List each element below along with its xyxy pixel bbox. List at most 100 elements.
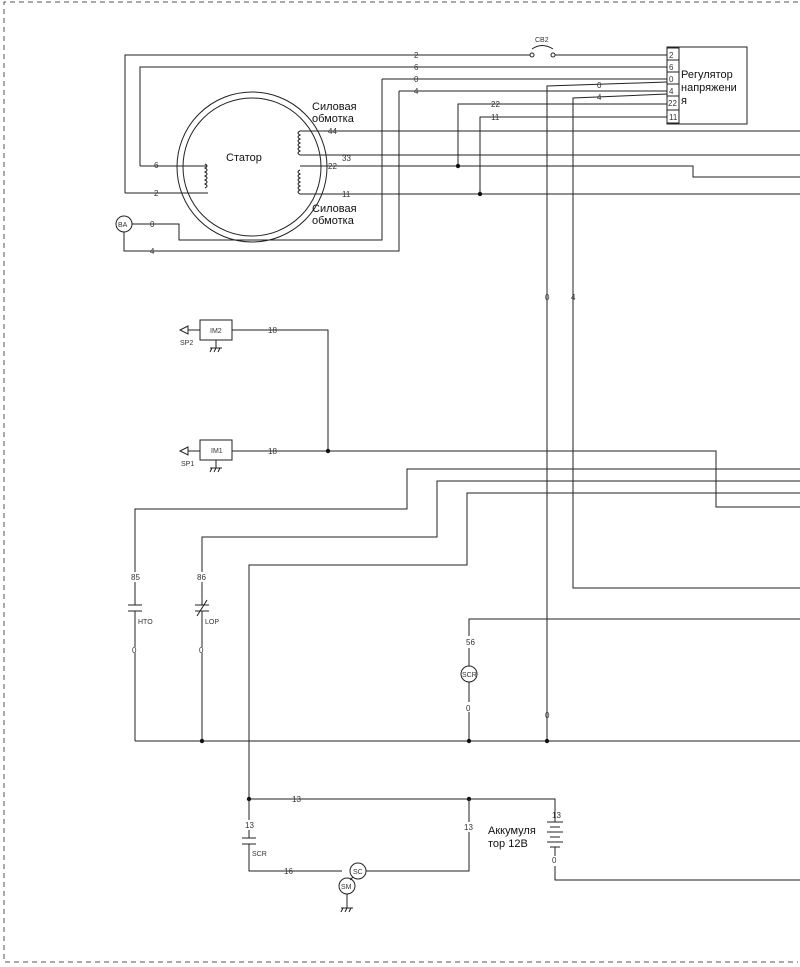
wire-label-0-ba: 0 (150, 220, 155, 229)
hto-switch (128, 604, 142, 741)
wire-label-4: 4 (414, 87, 419, 96)
ground-icon (340, 894, 353, 913)
wire-label-0-scr: 0 (466, 704, 471, 713)
junction (455, 163, 461, 169)
wire-label-6-left: 6 (154, 161, 159, 170)
wire-label-11: 11 (342, 190, 351, 199)
cb2-breaker (529, 45, 556, 58)
scr-relay-label: SCR (462, 672, 477, 679)
junction (199, 738, 205, 744)
ground-icon (209, 340, 222, 353)
reg-pin-6: 6 (669, 63, 674, 72)
junction (477, 191, 483, 197)
wire-label-2-left: 2 (154, 189, 159, 198)
wire-86 (201, 480, 800, 605)
scr-switch (242, 837, 342, 872)
wire-18-im1 (232, 450, 800, 508)
wire-label-13-mid: 13 (464, 823, 473, 832)
power-winding-top (297, 130, 302, 156)
stator-label: Статор (226, 152, 262, 164)
wire-label-0-lop: 0 (199, 646, 204, 655)
wire-label-4-reg: 4 (597, 93, 602, 102)
wire-0-top (132, 78, 667, 241)
reg-pin-0: 0 (669, 75, 674, 84)
wire-label-86: 86 (197, 573, 206, 582)
wire-13-mid (366, 799, 470, 872)
reg-pin-22: 22 (668, 99, 677, 108)
cb2-label: CB2 (535, 37, 549, 44)
wire-label-0-reg: 0 (597, 81, 602, 90)
wire-label-22: 22 (328, 162, 337, 171)
sm-label: SM (341, 884, 352, 891)
hto-label: HTO (138, 619, 153, 626)
wire-18-im2 (232, 329, 329, 451)
wire-0-vertical (546, 81, 668, 741)
sc-label: SC (353, 869, 363, 876)
junction (544, 738, 550, 744)
wire-4-top (123, 90, 667, 252)
wire-label-0-hto: 0 (132, 646, 137, 655)
junction (466, 738, 472, 744)
power-winding-bottom-label: Силовая (312, 203, 357, 215)
wire-label-0-bus: 0 (545, 711, 550, 720)
wire-85 (134, 468, 800, 605)
wire-11-reg (479, 116, 667, 194)
wire-label-18-im1: 18 (268, 447, 277, 456)
power-winding-bottom (297, 169, 302, 195)
wire-2-top (124, 54, 667, 194)
wire-label-6: 6 (414, 63, 419, 72)
battery-label: Аккумуля (488, 825, 536, 837)
wire-label-0-vert: 0 (545, 293, 550, 302)
sc-solenoid (349, 862, 367, 880)
regulator-label-3: я (681, 95, 687, 107)
wire-label-13-left: 13 (245, 821, 254, 830)
im1-label: IM1 (211, 448, 223, 455)
wire-label-4-vert: 4 (571, 293, 576, 302)
reg-pin-11: 11 (669, 113, 678, 122)
wire-label-13-bat: 13 (552, 811, 561, 820)
wire-56 (468, 618, 800, 666)
ground-icon (209, 460, 222, 473)
regulator-label: Регулятор (681, 69, 733, 81)
sp1-label: SP1 (181, 461, 194, 468)
im2-label: IM2 (210, 328, 222, 335)
lop-label: LOP (205, 619, 219, 626)
wire-13-top (249, 798, 556, 811)
battery-label-2: тор 12В (488, 838, 528, 850)
wire-label-13-top: 13 (292, 795, 301, 804)
excitation-winding (203, 163, 208, 189)
stator (176, 91, 328, 243)
frame-border (3, 1, 798, 963)
power-winding-bottom-label-2: обмотка (312, 215, 355, 227)
ba-label: BA (118, 222, 128, 229)
sp2-label: SP2 (180, 340, 193, 347)
battery (547, 811, 800, 881)
wire-label-18-im2: 18 (268, 326, 277, 335)
ba-component (115, 215, 133, 233)
wire-label-0: 0 (414, 75, 419, 84)
wire-22-reg (457, 103, 667, 166)
wire-22 (300, 165, 800, 178)
wire-label-4-ba: 4 (150, 247, 155, 256)
sp2-arrow-icon (178, 325, 200, 335)
reg-pin-2: 2 (669, 51, 674, 60)
wire-label-33: 33 (342, 154, 351, 163)
wire-label-56: 56 (466, 638, 475, 647)
wire-label-22-reg: 22 (491, 100, 500, 109)
power-winding-top-label: Силовая (312, 101, 357, 113)
wire-4-vertical (572, 93, 800, 589)
wire-label-0-bat: 0 (552, 856, 557, 865)
wire-label-11-reg: 11 (491, 113, 500, 122)
scr-switch-label: SCR (252, 851, 267, 858)
regulator-label-2: напряжени (681, 82, 737, 94)
junction (325, 448, 331, 454)
sp1-arrow-icon (178, 446, 200, 456)
lop-switch (195, 599, 209, 741)
power-winding-top-label-2: обмотка (312, 113, 355, 125)
wire-label-44: 44 (328, 127, 337, 136)
wire-label-16: 16 (284, 867, 293, 876)
reg-pin-4: 4 (669, 87, 674, 96)
wire-label-85: 85 (131, 573, 140, 582)
wire-6-top (139, 66, 667, 167)
